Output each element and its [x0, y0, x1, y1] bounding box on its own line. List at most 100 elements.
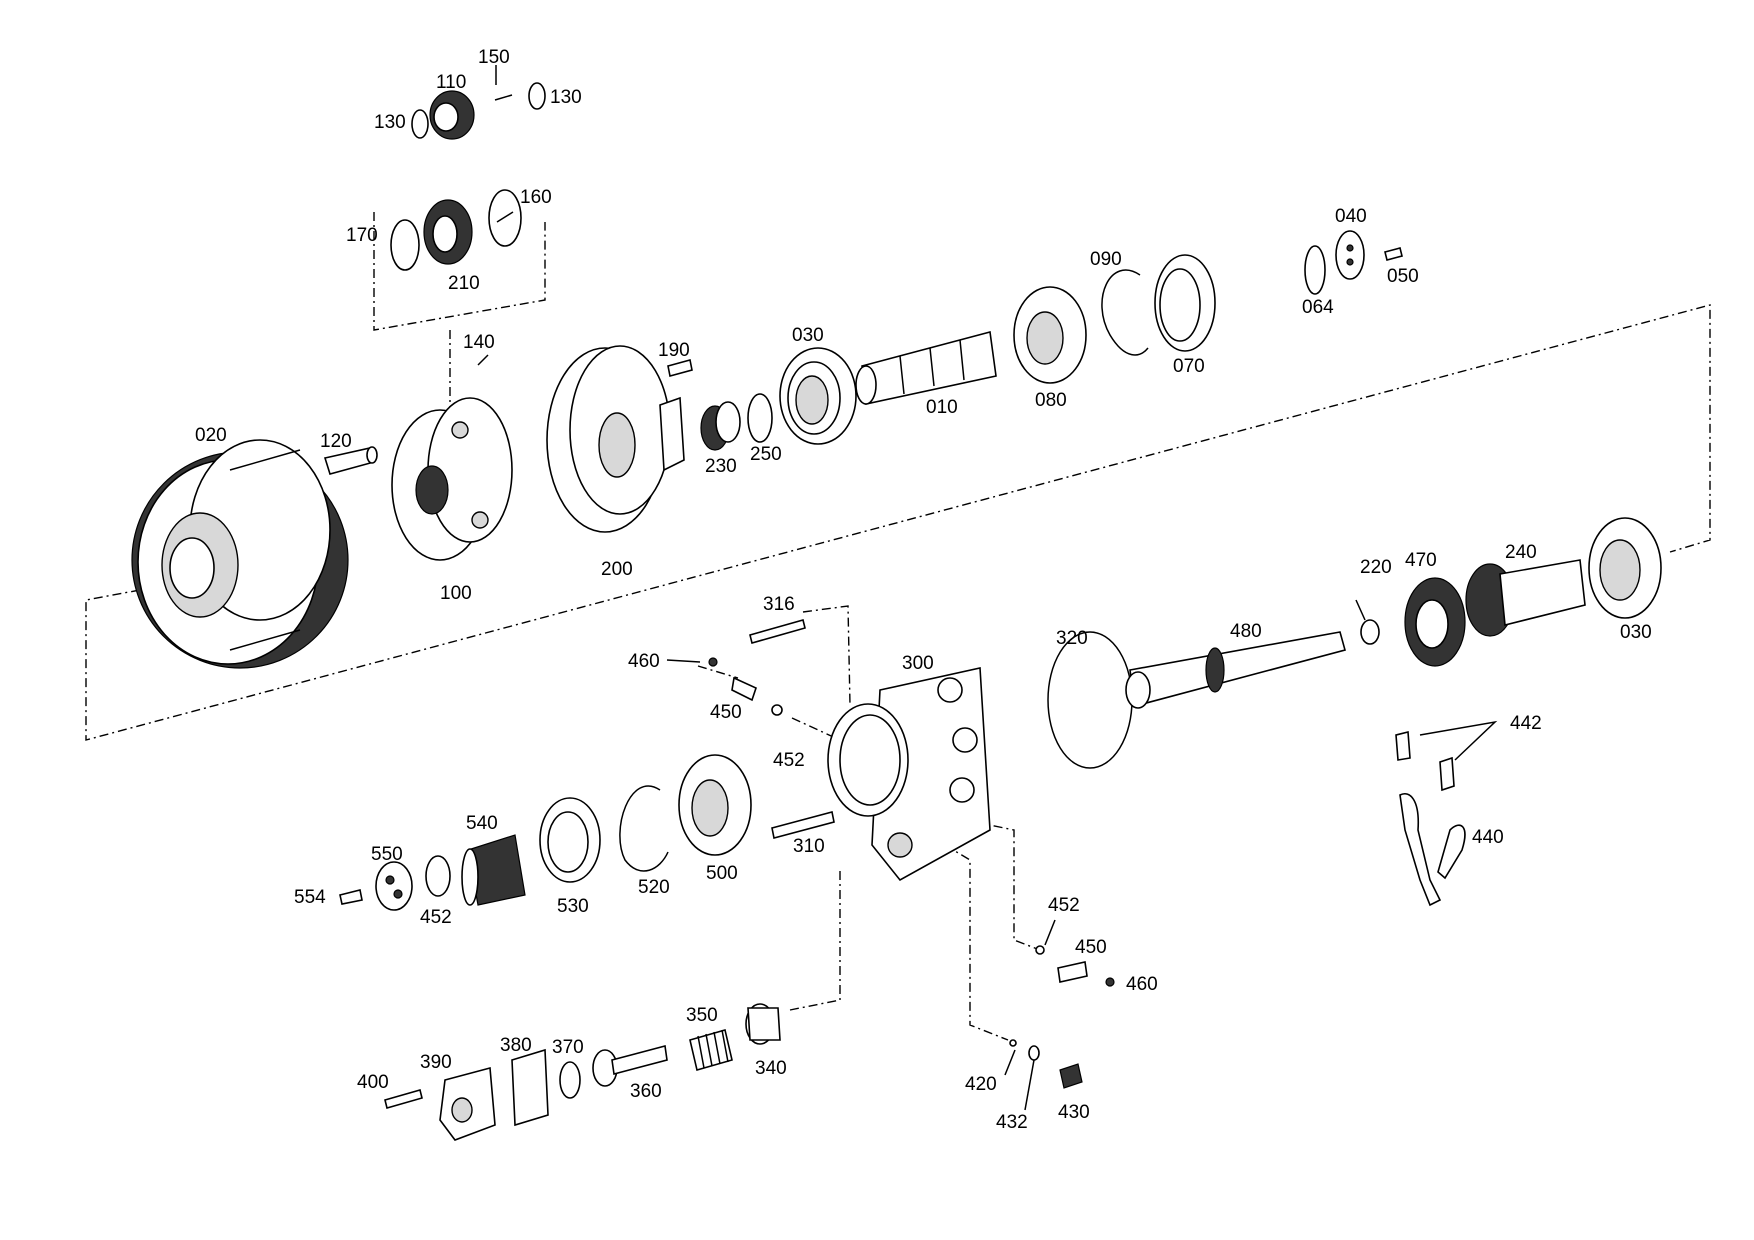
part-label: 310 — [793, 836, 825, 857]
part-label: 380 — [500, 1035, 532, 1056]
part-label: 220 — [1360, 557, 1392, 578]
part-label: 450 — [710, 702, 742, 723]
seal-530-icon — [539, 797, 601, 883]
synchro-470-icon — [1404, 577, 1466, 667]
part-label: 170 — [346, 225, 378, 246]
part-label: 210 — [448, 273, 480, 294]
piston-360-icon — [592, 1044, 668, 1087]
parts-drawings — [131, 82, 1662, 1141]
spring-350-icon — [689, 1028, 733, 1072]
ball-460-right-icon — [1105, 977, 1115, 987]
part-label: 480 — [1230, 621, 1262, 642]
part-label: 420 — [965, 1074, 997, 1095]
part-label: 130 — [550, 87, 582, 108]
washer-160-icon — [488, 189, 522, 247]
part-label: 440 — [1472, 827, 1504, 848]
part-label: 250 — [750, 444, 782, 465]
assembly-lines — [85, 212, 1711, 1041]
washer-130-left-icon — [411, 109, 429, 139]
snap-ring-090-icon — [1101, 269, 1149, 356]
bolt-316-icon — [749, 619, 806, 644]
part-label: 390 — [420, 1052, 452, 1073]
gasket-380-icon — [511, 1048, 549, 1127]
part-label: 460 — [628, 651, 660, 672]
part-label: 470 — [1405, 550, 1437, 571]
part-label: 090 — [1090, 249, 1122, 270]
part-label: 460 — [1126, 974, 1158, 995]
gear-110-icon — [429, 90, 475, 140]
washer-130-right-icon — [528, 82, 546, 110]
bushing-220-icon — [1360, 619, 1380, 645]
leader-lines — [495, 65, 1498, 1111]
bearing-500-icon — [678, 754, 752, 856]
part-label: 300 — [902, 653, 934, 674]
part-label: 030 — [792, 325, 824, 346]
roller-540-icon — [461, 834, 526, 906]
ring-452-left-icon — [425, 855, 451, 897]
part-label: 050 — [1387, 266, 1419, 287]
part-label: 400 — [357, 1072, 389, 1093]
gear-210-icon — [423, 199, 473, 265]
snap-ring-520-icon — [619, 785, 669, 872]
part-label: 550 — [371, 844, 403, 865]
part-label: 530 — [557, 896, 589, 917]
part-label: 430 — [1058, 1102, 1090, 1123]
part-label: 340 — [755, 1058, 787, 1079]
plug-450-right-icon — [1057, 961, 1088, 983]
shaft-480-icon — [1125, 631, 1346, 709]
plug-450-icon — [731, 676, 757, 702]
plate-040-icon — [1335, 230, 1365, 280]
part-label: 452 — [773, 750, 805, 771]
part-label: 190 — [658, 340, 690, 361]
part-label: 120 — [320, 431, 352, 452]
gear-020-icon — [131, 439, 349, 669]
part-label: 432 — [996, 1112, 1028, 1133]
shaft-010-icon — [855, 330, 997, 405]
sleeve-340-icon — [745, 1003, 781, 1045]
part-label: 020 — [195, 425, 227, 446]
part-label: 452 — [1048, 895, 1080, 916]
washer-170-icon — [390, 219, 420, 271]
part-label: 452 — [420, 907, 452, 928]
ball-460-icon — [708, 657, 718, 667]
part-label: 500 — [706, 863, 738, 884]
part-label: 150 — [478, 47, 510, 68]
part-label: 100 — [440, 583, 472, 604]
part-label: 064 — [1302, 297, 1334, 318]
ring-420-icon — [1009, 1039, 1017, 1047]
bearing-080-icon — [1013, 286, 1087, 384]
part-label: 540 — [466, 813, 498, 834]
part-label: 030 — [1620, 622, 1652, 643]
cap-550-icon — [375, 861, 413, 911]
part-label: 010 — [926, 397, 958, 418]
part-label: 240 — [1505, 542, 1537, 563]
ring-370-icon — [559, 1061, 581, 1099]
part-label: 230 — [705, 456, 737, 477]
carrier-100-icon — [391, 397, 513, 561]
part-label: 520 — [638, 877, 670, 898]
seal-070-icon — [1154, 254, 1216, 352]
part-label: 070 — [1173, 356, 1205, 377]
bearing-030-icon — [779, 347, 857, 445]
pin-150-icon — [494, 94, 513, 101]
ring-452-right-icon — [1035, 945, 1045, 955]
fork-440-icon — [1399, 793, 1466, 907]
housing-200-icon — [546, 345, 685, 533]
bolt-050-icon — [1384, 247, 1403, 261]
part-label: 316 — [763, 594, 795, 615]
ring-452-top-icon — [771, 704, 783, 716]
gear-240-icon — [1465, 559, 1586, 637]
part-labels: 150 110 130 130 160 170 210 040 050 064 … — [195, 47, 1652, 1133]
part-label: 130 — [374, 112, 406, 133]
ring-064-icon — [1304, 245, 1326, 295]
part-label: 554 — [294, 887, 326, 908]
part-label: 200 — [601, 559, 633, 580]
bolt-190-icon — [667, 359, 693, 377]
housing-300-icon — [827, 667, 991, 882]
pad-442-b-icon — [1439, 756, 1455, 792]
pad-442-a-icon — [1395, 730, 1411, 761]
part-label: 110 — [436, 72, 466, 93]
cover-390-icon — [439, 1066, 496, 1141]
part-label: 360 — [630, 1081, 662, 1102]
